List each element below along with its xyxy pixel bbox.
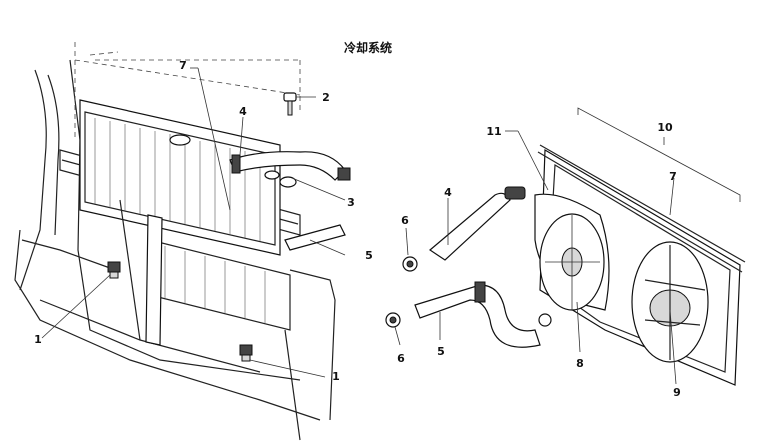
callout-1-upper: 1 — [34, 333, 42, 346]
hose-clamp-right — [474, 281, 486, 303]
callout-6-upper: 6 — [401, 214, 409, 227]
left-callout-leaders — [41, 67, 346, 378]
lower-hose — [284, 224, 346, 251]
callout-10: 10 — [657, 121, 673, 134]
callout-8: 8 — [576, 357, 584, 370]
diagram-title: 冷却系统 — [344, 40, 392, 55]
vehicle-front-assembly — [14, 42, 351, 441]
hose-clamp-small — [538, 313, 552, 327]
callout-1-lower: 1 — [332, 370, 340, 383]
radiator-core — [79, 99, 281, 256]
hose-clamp-right — [504, 186, 526, 200]
right-callout-leaders — [394, 130, 677, 385]
upper-hose-right — [429, 192, 511, 261]
callout-9: 9 — [673, 386, 681, 399]
lower-hose-right — [414, 284, 541, 348]
callout-11: 11 — [486, 125, 501, 138]
radiator-cushion — [264, 170, 297, 188]
hose-clamp-6-lower — [385, 312, 401, 328]
callout-6-lower: 6 — [397, 352, 405, 365]
callout-4-left: 4 — [239, 105, 247, 118]
callout-7-left: 7 — [179, 59, 187, 72]
callout-4-right: 4 — [444, 186, 452, 199]
radiator-fan-exploded-view — [385, 107, 746, 386]
upper-hose — [229, 151, 346, 181]
callout-5-right: 5 — [437, 345, 445, 358]
mount-rubber-lower — [239, 344, 253, 362]
hose-clamp — [231, 154, 241, 174]
hose-clamp-6-upper — [402, 256, 418, 272]
assembly-bracket — [577, 107, 741, 202]
fan-shroud-main — [534, 193, 610, 311]
callout-3: 3 — [347, 196, 355, 209]
fan-motor-assembly — [631, 241, 709, 363]
callout-5-left: 5 — [365, 249, 373, 262]
callout-7-right: 7 — [669, 170, 677, 183]
mounting-bolt — [283, 92, 297, 116]
hose-clamp — [337, 167, 351, 181]
callout-2: 2 — [322, 91, 330, 104]
